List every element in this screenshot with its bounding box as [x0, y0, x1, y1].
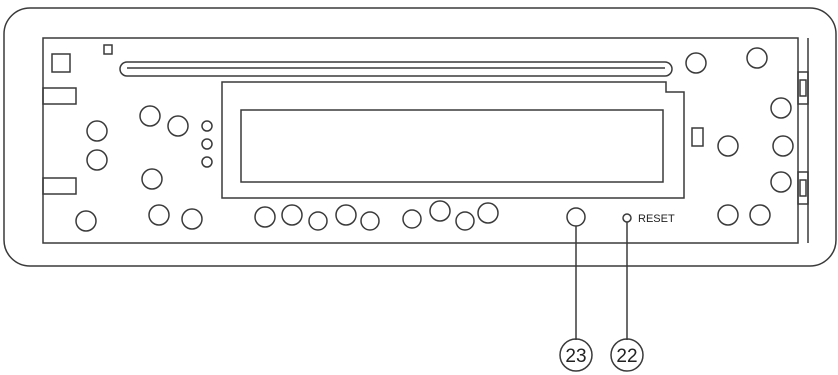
- button-right-top-2[interactable]: [746, 47, 768, 69]
- button-left-5[interactable]: [141, 168, 163, 190]
- button-right-mid[interactable]: [717, 135, 739, 157]
- button-bottom-12[interactable]: [477, 202, 499, 224]
- button-bottom-5[interactable]: [281, 204, 303, 226]
- small-button-1[interactable]: [201, 120, 213, 132]
- lcd-display-window: [240, 109, 664, 183]
- reset-label: RESET: [638, 213, 675, 225]
- small-button-2[interactable]: [201, 138, 213, 150]
- callout-23-number: 23: [565, 346, 586, 367]
- button-left-4[interactable]: [167, 115, 189, 137]
- button-left-3[interactable]: [139, 105, 161, 127]
- button-bottom-10[interactable]: [429, 200, 451, 222]
- faceplate: [42, 37, 799, 244]
- left-bracket-upper: [42, 87, 77, 105]
- button-bottom-6[interactable]: [308, 211, 328, 231]
- indicator-led-square: [103, 44, 113, 55]
- button-bottom-4[interactable]: [254, 206, 276, 228]
- display-housing: [221, 81, 685, 199]
- right-tab-upper-inner: [799, 79, 807, 97]
- right-tab-lower-inner: [799, 179, 807, 197]
- button-left-1[interactable]: [86, 120, 108, 142]
- button-bottom-3[interactable]: [181, 208, 203, 230]
- button-left-2[interactable]: [86, 149, 108, 171]
- callout-22-number: 22: [616, 346, 637, 367]
- left-bracket-lower: [42, 177, 77, 195]
- small-button-3[interactable]: [201, 156, 213, 168]
- ir-sensor-window: [691, 127, 704, 147]
- outer-bezel: [3, 7, 837, 267]
- button-bottom-right-1[interactable]: [717, 204, 739, 226]
- reset-button[interactable]: [622, 213, 632, 223]
- disc-slot: [119, 61, 673, 77]
- button-bottom-9[interactable]: [402, 209, 422, 229]
- right-tab-upper: [797, 71, 809, 105]
- button-right-top-1[interactable]: [685, 52, 707, 74]
- button-bottom-right-2[interactable]: [749, 204, 771, 226]
- button-bottom-8[interactable]: [360, 211, 380, 231]
- button-right-edge-1[interactable]: [770, 97, 792, 119]
- button-right-edge-2[interactable]: [772, 135, 794, 157]
- left-bracket-square: [51, 53, 71, 73]
- button-right-edge-3[interactable]: [770, 171, 792, 193]
- button-bottom-2[interactable]: [148, 204, 170, 226]
- button-bottom-1[interactable]: [75, 210, 97, 232]
- right-tab-lower: [797, 171, 809, 205]
- button-bottom-11[interactable]: [455, 211, 475, 231]
- callout-23-circle: [559, 338, 593, 372]
- control-23-button[interactable]: [566, 207, 586, 227]
- callout-22-circle: [610, 338, 644, 372]
- button-bottom-7[interactable]: [335, 204, 357, 226]
